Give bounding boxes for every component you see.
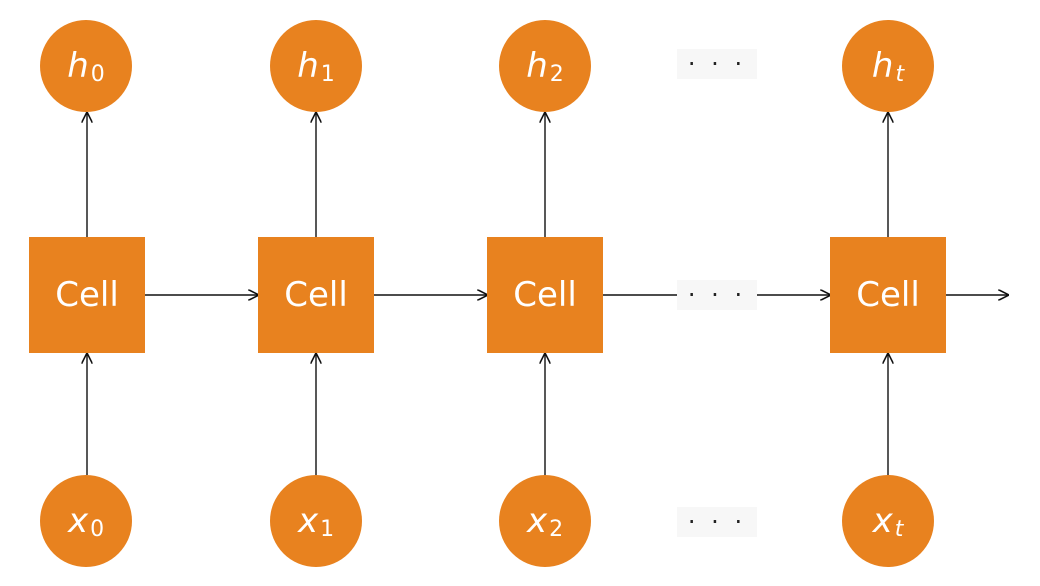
- ellipsis-top: · · ·: [677, 49, 757, 79]
- rnn-cell-1: Cell: [258, 237, 374, 353]
- ellipsis-middle: · · ·: [677, 280, 757, 310]
- ellipsis-bottom: · · ·: [677, 507, 757, 537]
- rnn-cell-t: Cell: [830, 237, 946, 353]
- rnn-cell-0: Cell: [29, 237, 145, 353]
- rnn-cell-2: Cell: [487, 237, 603, 353]
